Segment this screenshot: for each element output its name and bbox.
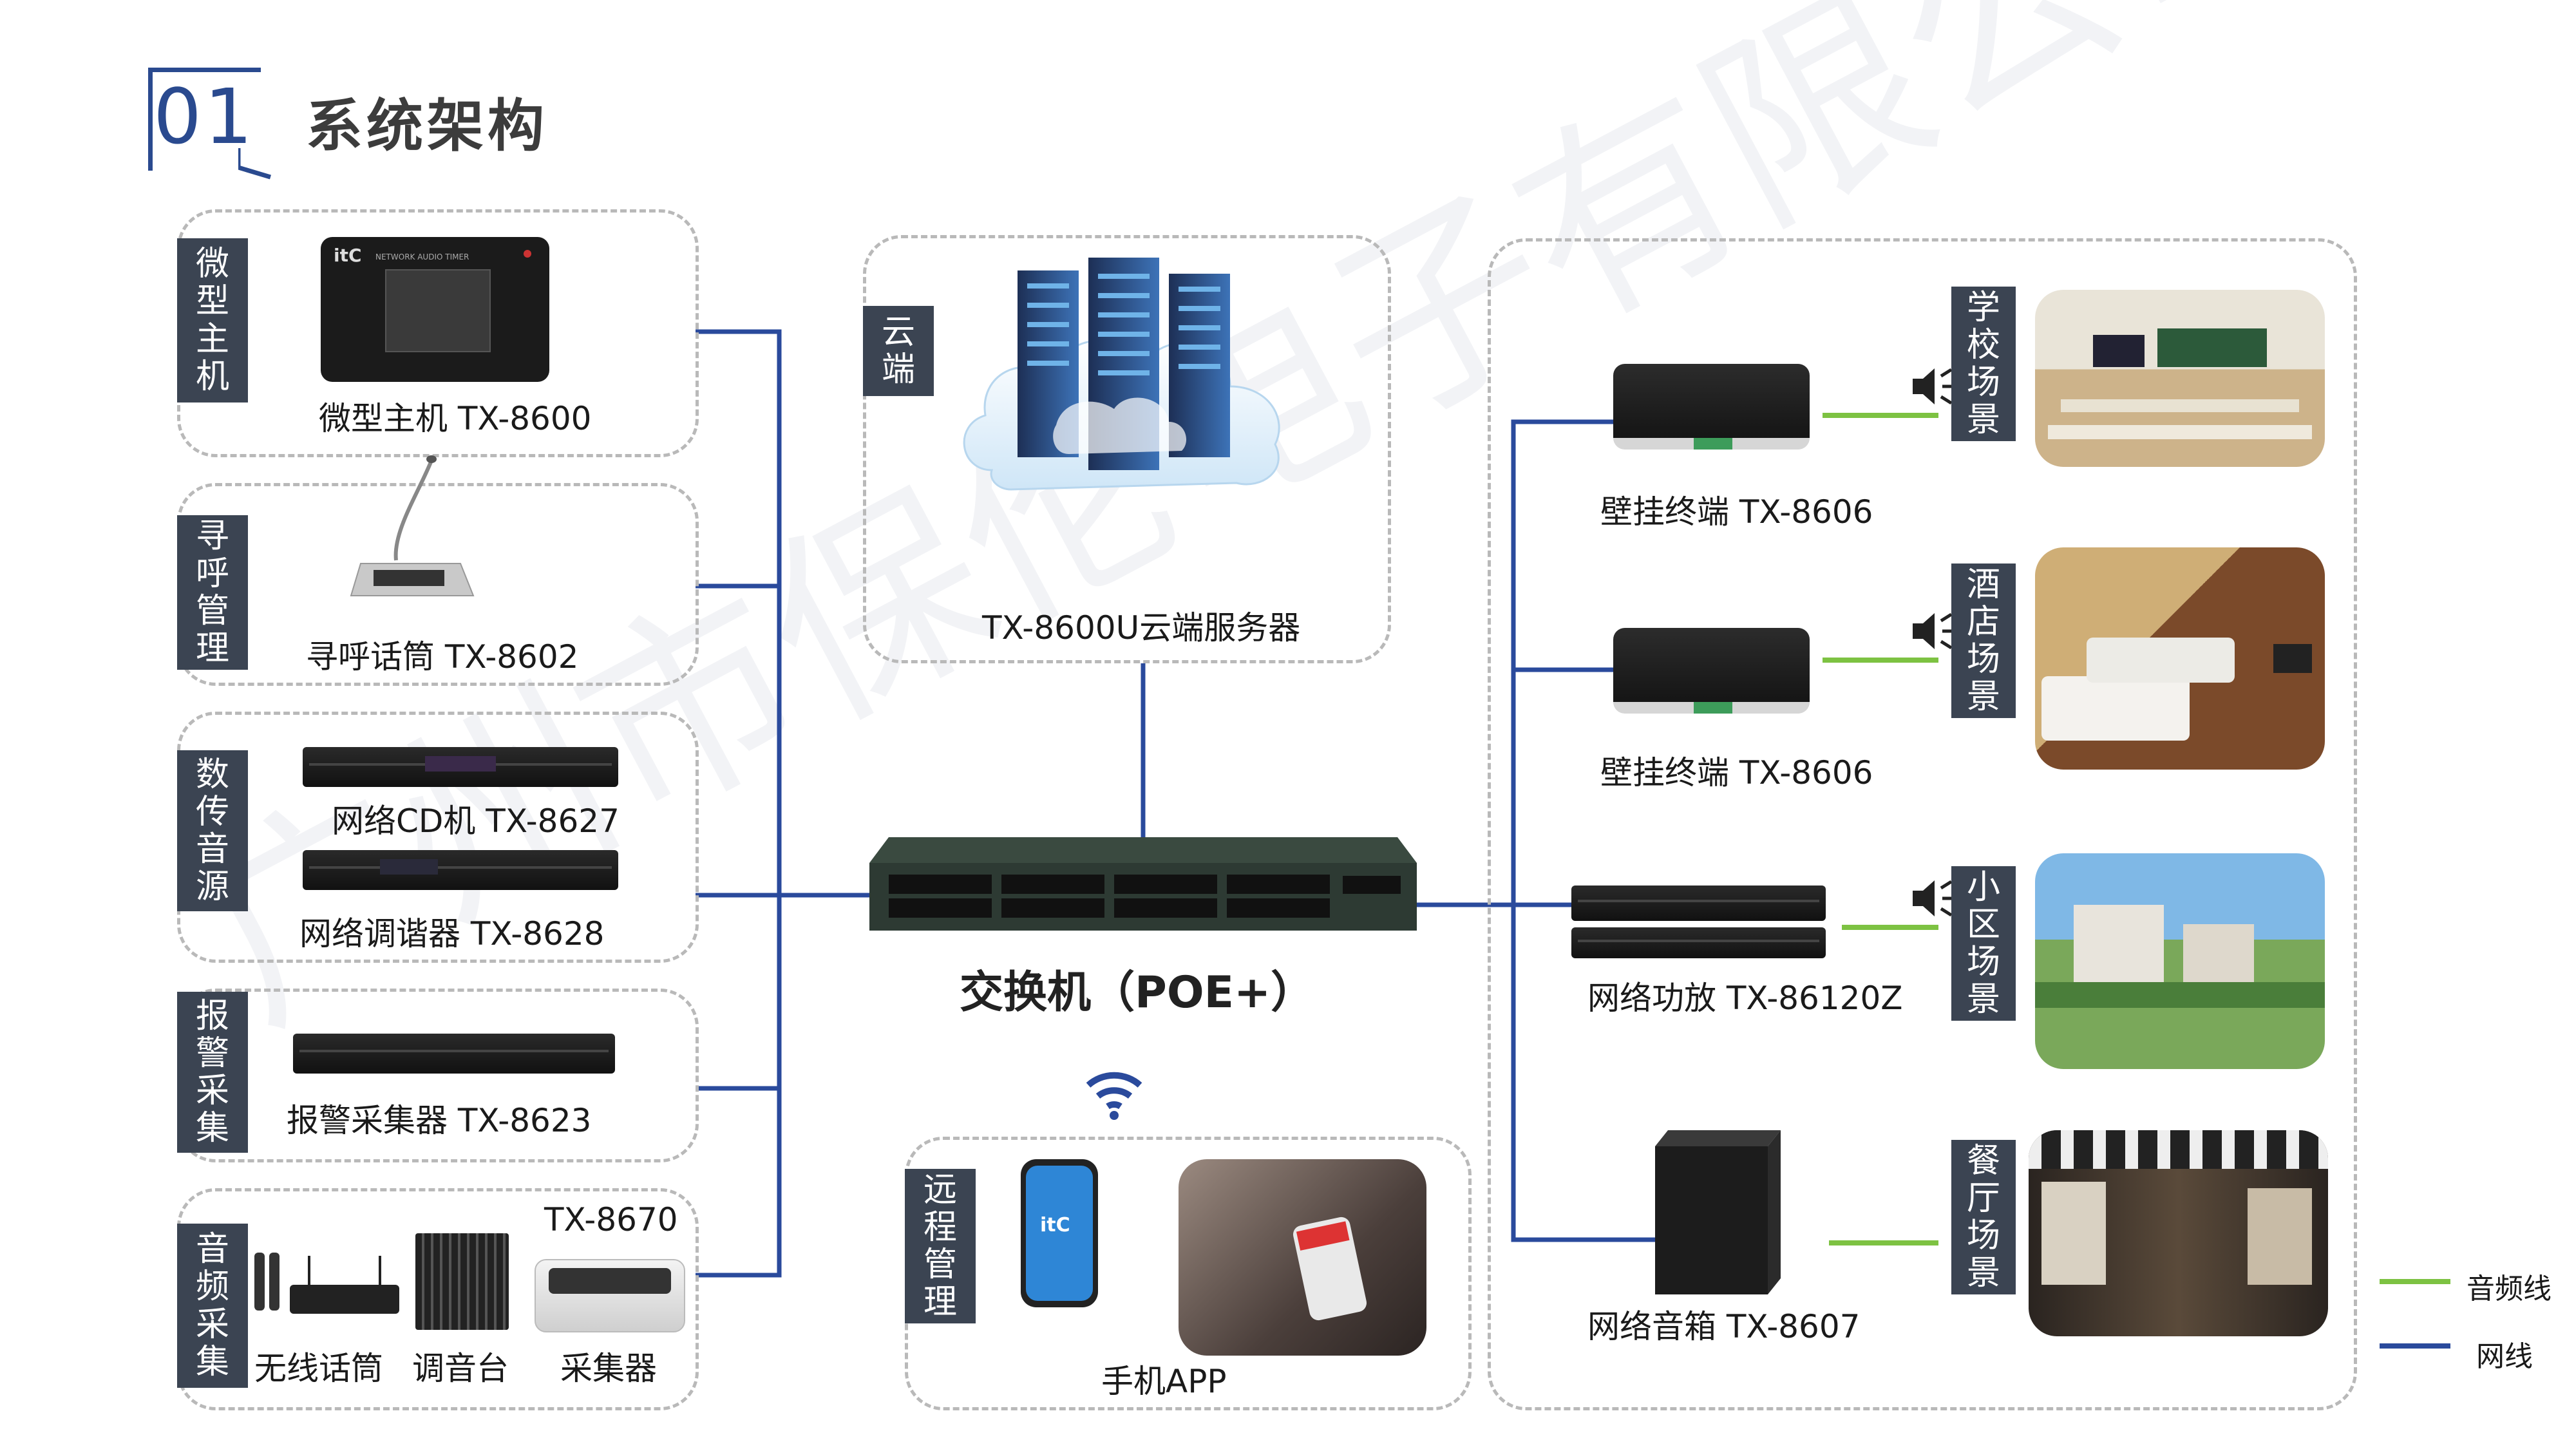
- amplifier-image-bottom: [1571, 927, 1826, 958]
- caption-host: 微型主机 TX-8600: [319, 400, 592, 437]
- scene-community-photo: [2035, 853, 2325, 1069]
- label-scene-community: 小区场景: [1951, 866, 2016, 1021]
- label-scene-school: 学校场景: [1951, 287, 2016, 441]
- label-scene-restaurant: 餐厅场景: [1951, 1140, 2016, 1294]
- label-remote: 远程管理: [905, 1169, 976, 1323]
- speaker-icon: [1913, 880, 1954, 917]
- scene-restaurant-photo: [2029, 1130, 2328, 1336]
- caption-mixer: 调音台: [412, 1350, 509, 1387]
- legend-network-label: 网线: [2476, 1340, 2533, 1373]
- wall-terminal-2-image: [1613, 628, 1810, 714]
- label-alarm: 报警采集: [177, 992, 248, 1153]
- caption-paging: 寻呼话筒 TX-8602: [306, 638, 579, 676]
- label-digital-source: 数传音源: [177, 750, 248, 911]
- section-number-frame: [148, 68, 261, 171]
- caption-amplifier: 网络功放 TX-86120Z: [1587, 980, 1903, 1017]
- caption-collector: 采集器: [560, 1350, 657, 1387]
- caption-tuner: 网络调谐器 TX-8628: [299, 915, 605, 952]
- legend-lines: [2380, 1279, 2450, 1349]
- caption-wireless-mic: 无线话筒: [254, 1350, 383, 1387]
- tuner-image: [303, 850, 618, 890]
- caption-network-speaker: 网络音箱 TX-8607: [1587, 1308, 1861, 1345]
- caption-switch: 交换机（POE+）: [960, 967, 1315, 1018]
- host-sub: NETWORK AUDIO TIMER: [375, 252, 469, 261]
- caption-app: 手机APP: [1101, 1363, 1227, 1400]
- section-number: 01: [153, 72, 256, 161]
- wifi-icon: [1086, 1072, 1142, 1120]
- caption-cd-player: 网络CD机 TX-8627: [332, 802, 620, 840]
- host-device-image: itC NETWORK AUDIO TIMER: [321, 237, 549, 382]
- phone-image: itC: [1021, 1159, 1098, 1307]
- label-host: 微型主机: [177, 238, 248, 402]
- speaker-icon: [1913, 612, 1954, 650]
- wall-terminal-1-image: [1613, 364, 1810, 450]
- app-photo: [1179, 1159, 1426, 1356]
- group-cloud: [863, 235, 1391, 663]
- audio-lines: [1823, 413, 1938, 1245]
- cd-player-image: [303, 747, 618, 787]
- caption-wall-terminal-1: 壁挂终端 TX-8606: [1600, 493, 1873, 531]
- collector-image: [535, 1259, 685, 1332]
- speaker-icon: [1913, 368, 1954, 405]
- label-paging: 寻呼管理: [177, 515, 248, 670]
- group-terminals: [1488, 238, 2357, 1410]
- paging-mic-image: [350, 455, 475, 596]
- mixer-image: [415, 1233, 509, 1330]
- label-scene-hotel: 酒店场景: [1951, 564, 2016, 718]
- phone-brand: itC: [1040, 1214, 1070, 1236]
- network-lines: [696, 329, 1662, 1278]
- host-screen: [385, 269, 491, 352]
- scene-school-photo: [2035, 290, 2325, 467]
- caption-alarm: 报警采集器 TX-8623: [287, 1102, 592, 1139]
- legend-audio-label: 音频线: [2467, 1273, 2552, 1305]
- caption-wall-terminal-2: 壁挂终端 TX-8606: [1600, 754, 1873, 791]
- switch-image: [869, 837, 1417, 931]
- amplifier-image-top: [1571, 886, 1826, 921]
- page-title: 系统架构: [306, 93, 549, 159]
- label-cloud: 云端: [863, 306, 934, 396]
- cloud-server-image: [963, 258, 1280, 491]
- wireless-mic-image: [254, 1253, 399, 1314]
- network-speaker-image: [1655, 1130, 1781, 1294]
- caption-cloud-server: TX-8600U云端服务器: [982, 609, 1301, 647]
- host-brand: itC: [334, 245, 362, 266]
- caption-collector-model: TX-8670: [544, 1201, 678, 1238]
- host-led-icon: [524, 250, 531, 258]
- label-audio-capture: 音频采集: [177, 1224, 248, 1388]
- alarm-collector-image: [293, 1034, 615, 1074]
- section-number-tail: [238, 148, 272, 180]
- scene-hotel-photo: [2035, 547, 2325, 770]
